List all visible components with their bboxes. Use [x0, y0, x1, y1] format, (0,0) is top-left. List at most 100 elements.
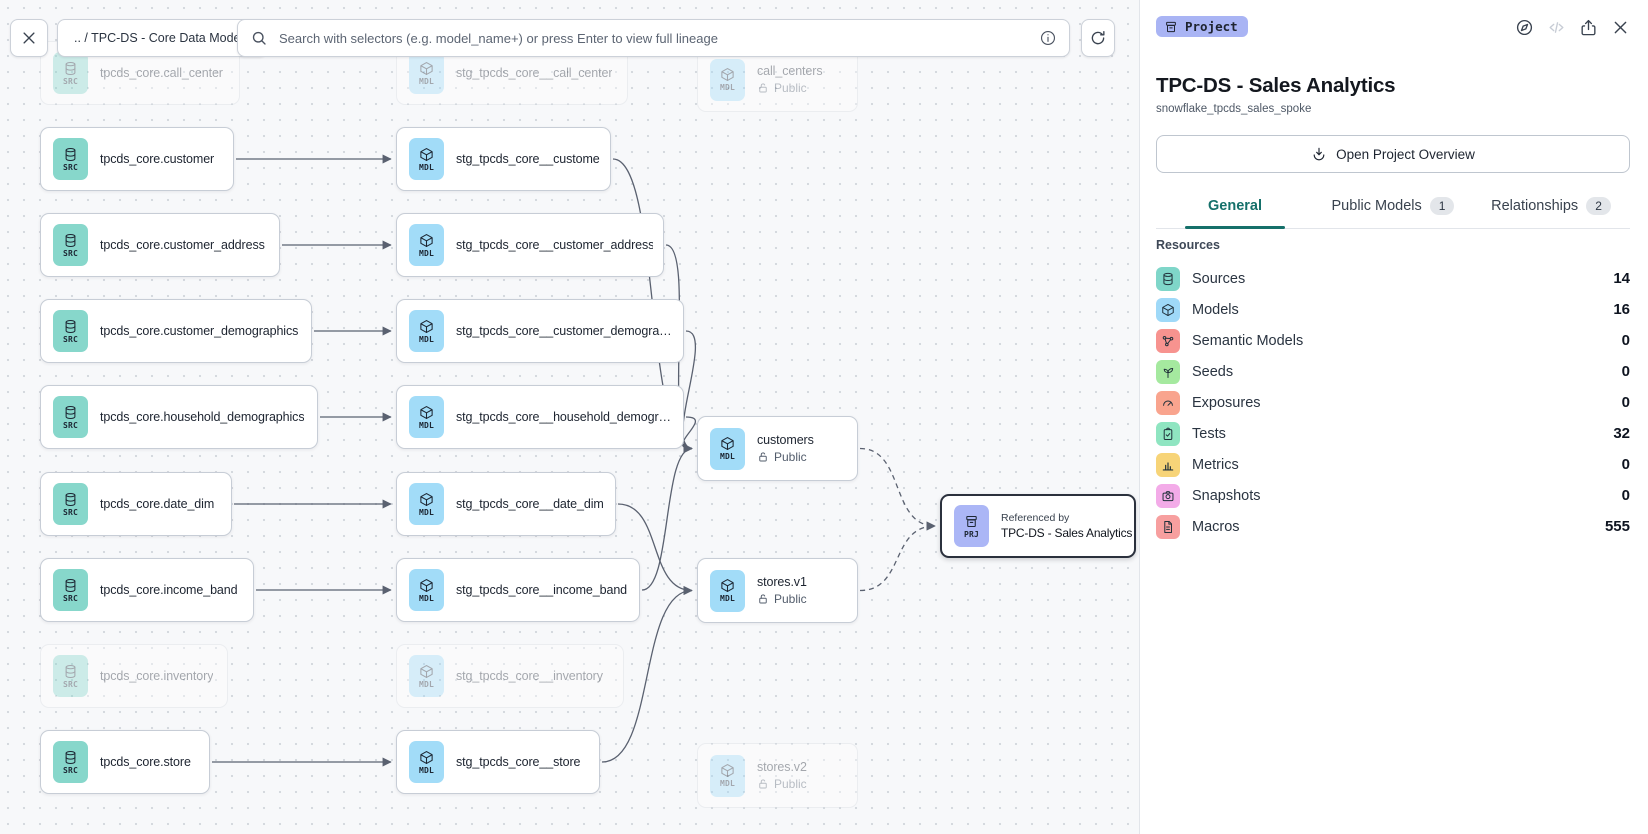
node-label: stg_tpcds_core__inventory	[456, 669, 603, 683]
project-node-icon: PRJ	[954, 505, 989, 547]
project-type-badge: Project	[1156, 16, 1248, 37]
node-label: TPC-DS - Sales Analytics	[1001, 526, 1133, 540]
resource-row-exposures: Exposures 0	[1156, 387, 1630, 418]
resource-label: Macros	[1192, 518, 1240, 535]
open-project-overview-button[interactable]: Open Project Overview	[1156, 135, 1630, 173]
resource-count: 0	[1621, 394, 1630, 411]
resource-count: 32	[1613, 425, 1630, 442]
source-node-icon: SRC	[53, 138, 88, 180]
node-src_household_demographics[interactable]: SRC tpcds_core.household_demographics	[40, 385, 318, 449]
close-lineage-button[interactable]	[10, 19, 48, 57]
tab-count-badge: 1	[1429, 197, 1455, 215]
resource-label: Metrics	[1192, 456, 1239, 473]
node-label: stg_tpcds_core__call_center	[456, 66, 613, 80]
node-label: stg_tpcds_core__customer_demogra…	[456, 324, 672, 338]
tab-label: Relationships	[1491, 198, 1579, 214]
camera-icon	[1156, 483, 1180, 508]
resource-label: Semantic Models	[1192, 332, 1304, 349]
search-input[interactable]	[277, 29, 1030, 47]
node-label: tpcds_core.household_demographics	[100, 410, 305, 424]
share-icon[interactable]	[1579, 18, 1598, 37]
model-node-icon: MDL	[409, 569, 444, 611]
node-label: stg_tpcds_core__customer_address	[456, 238, 653, 252]
node-label: stg_tpcds_core__income_band	[456, 583, 628, 597]
resource-count: 0	[1621, 487, 1630, 504]
node-label: tpcds_core.customer_address	[100, 238, 265, 252]
node-label: customers	[757, 433, 814, 447]
panel-subtitle: snowflake_tpcds_sales_spoke	[1156, 103, 1312, 115]
info-icon[interactable]	[1039, 29, 1057, 47]
node-prj_sales[interactable]: PRJ Referenced by TPC-DS - Sales Analytics	[940, 494, 1136, 558]
refresh-icon	[1089, 29, 1107, 47]
node-label: tpcds_core.income_band	[100, 583, 238, 597]
node-sublabel: Referenced by	[1001, 512, 1070, 524]
resource-label: Models	[1192, 301, 1239, 318]
network-icon	[1156, 328, 1180, 353]
resource-label: Exposures	[1192, 394, 1261, 411]
source-node-icon: SRC	[53, 52, 88, 94]
unlock-icon	[757, 451, 769, 463]
search-icon	[250, 29, 268, 47]
explore-lineage-icon[interactable]	[1515, 18, 1534, 37]
source-node-icon: SRC	[53, 655, 88, 697]
seedling-icon	[1156, 359, 1180, 384]
node-mdl_date_dim[interactable]: MDL stg_tpcds_core__date_dim	[396, 472, 616, 536]
model-node-icon: MDL	[710, 427, 745, 470]
open-overview-icon	[1311, 146, 1327, 162]
resource-label: Seeds	[1192, 363, 1234, 380]
source-node-icon: SRC	[53, 396, 88, 438]
refresh-lineage-button[interactable]	[1081, 19, 1115, 57]
model-node-icon: MDL	[710, 754, 745, 797]
node-access-badge: Public	[757, 450, 814, 464]
unlock-icon	[757, 593, 769, 605]
tab-general[interactable]: General	[1156, 191, 1314, 228]
node-access-badge: Public	[757, 81, 823, 95]
resource-count: 0	[1621, 456, 1630, 473]
edge-mdl_date_dim-to-pub_stores_v1	[617, 503, 693, 596]
project-type-badge-label: Project	[1185, 19, 1238, 34]
unlock-icon	[757, 82, 769, 94]
project-icon	[1164, 20, 1178, 34]
model-node-icon: MDL	[409, 483, 444, 525]
resource-label: Sources	[1192, 270, 1246, 287]
resource-count: 0	[1621, 363, 1630, 380]
lineage-edges	[212, 154, 936, 767]
node-mdl_income_band[interactable]: MDL stg_tpcds_core__income_band	[396, 558, 640, 622]
resources-heading: Resources	[1156, 238, 1220, 252]
chart-icon	[1156, 452, 1180, 477]
access-label: Public	[774, 777, 807, 791]
file-icon	[1156, 514, 1180, 539]
node-label: stg_tpcds_core__date_dim	[456, 497, 604, 511]
close-panel-icon[interactable]	[1611, 18, 1630, 37]
breadcrumb[interactable]: .. / TPC-DS - Core Data Models	[57, 19, 267, 57]
model-node-icon: MDL	[409, 52, 444, 94]
open-overview-label: Open Project Overview	[1336, 146, 1475, 162]
close-icon	[20, 29, 38, 47]
